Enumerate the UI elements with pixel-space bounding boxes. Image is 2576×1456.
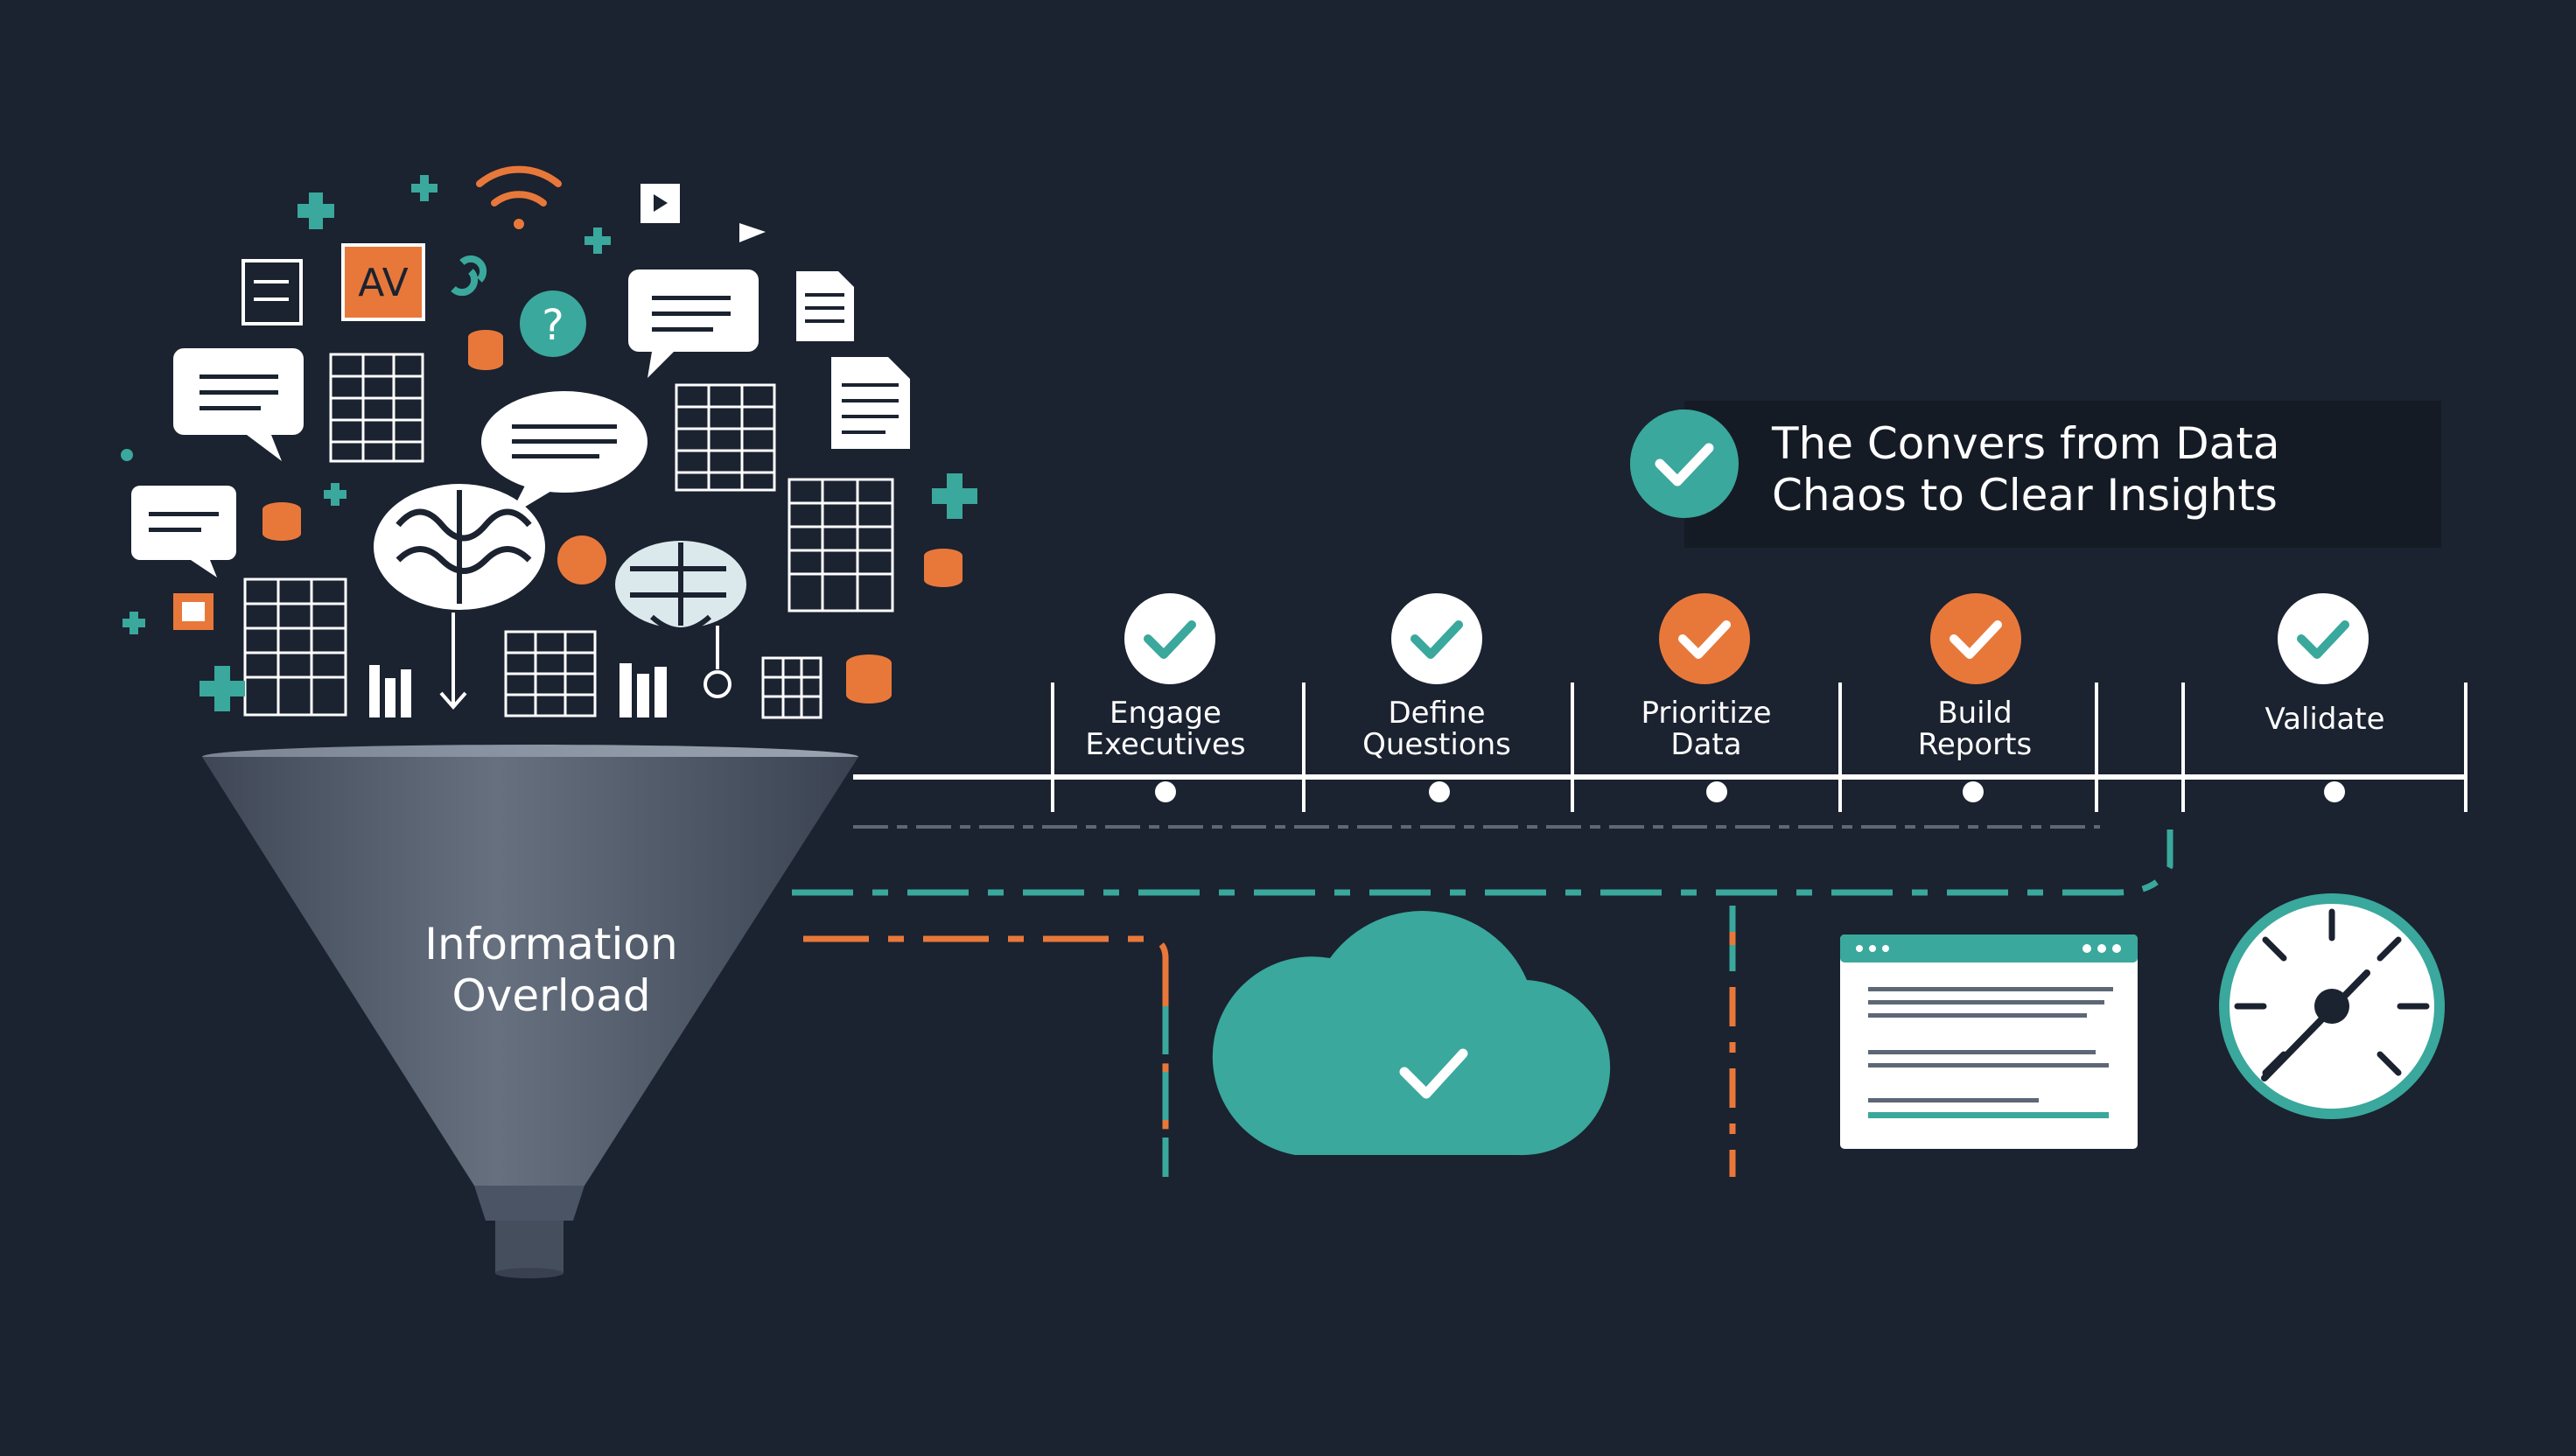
step-2-check-icon — [1391, 593, 1482, 684]
wifi-icon — [476, 165, 562, 229]
link-icon — [451, 255, 487, 297]
av-badge-icon: AV — [341, 243, 425, 321]
step-3-check-icon — [1659, 593, 1750, 684]
database-icon — [924, 549, 962, 587]
step-3-label: Prioritize Data — [1584, 696, 1829, 762]
database-icon — [262, 502, 301, 541]
title-line-2: Chaos to Clear Insights — [1772, 470, 2278, 521]
speech-bubble-icon — [173, 348, 304, 461]
document-icon — [796, 271, 854, 341]
database-icon — [468, 330, 503, 370]
step-1-line-1: Engage — [1110, 696, 1222, 731]
plus-icon — [584, 228, 611, 254]
step-4-line-2: Reports — [1917, 726, 2033, 762]
plus-icon — [200, 666, 245, 711]
play-icon — [640, 184, 680, 223]
step-1-line-2: Executives — [1085, 726, 1246, 762]
svg-text:?: ? — [542, 301, 564, 350]
funnel-label-line-1: Information — [424, 919, 678, 970]
step-3-line-2: Data — [1670, 726, 1742, 762]
step-4-check-icon — [1930, 593, 2021, 684]
orange-dot-icon — [557, 536, 606, 584]
cloud-check-icon — [1212, 911, 1611, 1156]
step-3-line-1: Prioritize — [1641, 696, 1772, 731]
step-1-label: Engage Executives — [1043, 696, 1288, 762]
step-4-label: Build Reports — [1852, 696, 2097, 762]
spreadsheet-icon — [788, 478, 894, 612]
step-5-check-icon — [2278, 593, 2369, 684]
play-icon — [739, 223, 766, 242]
connector-lines — [792, 830, 2174, 1177]
document-icon — [242, 259, 303, 326]
timeline-separators — [1051, 682, 2468, 812]
title-line-1: The Convers from Data — [1772, 418, 2280, 469]
spreadsheet-icon — [504, 630, 597, 718]
funnel-label: Information Overload — [376, 919, 726, 1022]
title-panel — [1684, 401, 2441, 548]
timeline — [853, 593, 2468, 829]
step-4-line-1: Build — [1937, 696, 2012, 731]
bar-chart-icon — [369, 665, 411, 718]
av-badge-text: AV — [358, 261, 408, 305]
step-2-line-2: Questions — [1362, 726, 1511, 762]
database-icon — [846, 654, 892, 704]
diagram-title: The Convers from Data Chaos to Clear Ins… — [1772, 418, 2472, 522]
plus-icon — [932, 473, 977, 519]
arrow-down-icon — [439, 612, 467, 710]
step-5-label: Validate — [2202, 704, 2447, 736]
speech-bubble-icon — [131, 486, 236, 578]
plus-icon — [122, 612, 145, 634]
step-5-line-1: Validate — [2264, 702, 2385, 737]
spreadsheet-icon — [761, 656, 822, 719]
step-2-label: Define Questions — [1314, 696, 1559, 762]
report-window-icon — [1840, 934, 2138, 1149]
plus-icon — [298, 192, 334, 229]
plus-icon — [324, 483, 346, 506]
dot-icon — [121, 449, 133, 461]
brain-icon — [374, 484, 545, 610]
plus-icon — [411, 175, 438, 201]
funnel-label-line-2: Overload — [452, 970, 651, 1021]
question-icon: ? — [520, 290, 586, 357]
brain-icon — [615, 541, 746, 633]
timeline-markers — [1155, 781, 2345, 802]
spreadsheet-icon — [243, 578, 347, 717]
funnel-shape — [202, 745, 858, 1278]
document-icon — [831, 357, 910, 449]
bar-chart-icon — [620, 663, 667, 718]
spreadsheet-icon — [675, 383, 776, 492]
icon-cloud: AV ? — [121, 165, 977, 719]
step-2-line-1: Define — [1388, 696, 1486, 731]
step-1-check-icon — [1124, 593, 1215, 684]
key-icon — [704, 626, 732, 698]
title-check-badge — [1630, 410, 1739, 518]
gauge-icon — [2219, 893, 2445, 1119]
speech-bubble-icon — [628, 270, 759, 378]
spreadsheet-icon — [329, 353, 424, 463]
